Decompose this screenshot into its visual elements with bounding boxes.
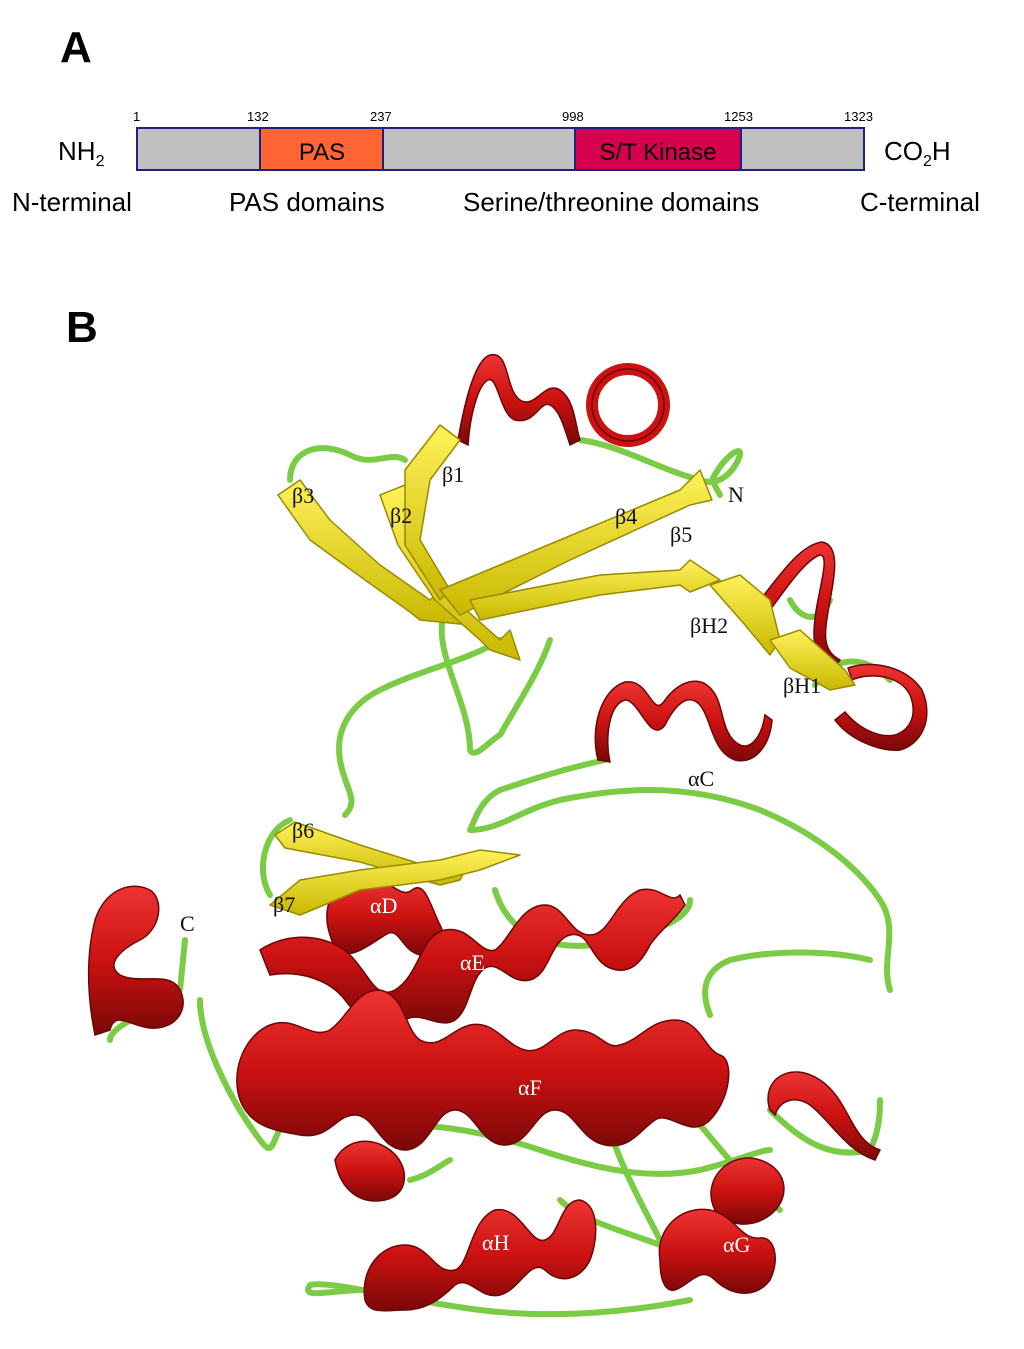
label-beta-h1: βH1 xyxy=(783,673,821,698)
position-132: 132 xyxy=(247,109,269,124)
label-beta5: β5 xyxy=(670,522,692,547)
label-n-terminus: N xyxy=(728,482,744,507)
position-237: 237 xyxy=(370,109,392,124)
caption-st-domains: Serine/threonine domains xyxy=(463,187,759,217)
kinase-ribbon-structure: β1 β2 β3 β4 β5 N βH2 βH1 αC β6 β7 C αD α… xyxy=(87,354,928,1318)
nh2-label: NH2 xyxy=(58,136,105,170)
position-1253: 1253 xyxy=(724,109,753,124)
panel-a-letter: A xyxy=(60,23,92,72)
domain-architecture-diagram: 1 132 237 998 1253 1323 PAS S/T Kinase N… xyxy=(12,109,980,217)
label-c-terminus: C xyxy=(180,911,195,936)
label-alpha-g: αG xyxy=(723,1232,751,1257)
position-1323: 1323 xyxy=(844,109,873,124)
co2h-label: CO2H xyxy=(884,136,951,170)
kinase-domain-box xyxy=(574,127,742,171)
label-beta2: β2 xyxy=(390,503,412,528)
label-beta4: β4 xyxy=(615,504,637,529)
pas-domain-box xyxy=(259,127,384,171)
pas-label: PAS xyxy=(299,139,345,166)
panel-b-letter: B xyxy=(66,303,98,352)
kinase-label: S/T Kinase xyxy=(600,139,717,166)
label-alpha-c: αC xyxy=(688,766,714,791)
caption-pas-domains: PAS domains xyxy=(229,187,385,217)
protein-bar xyxy=(136,127,865,171)
label-alpha-h: αH xyxy=(482,1230,510,1255)
position-1: 1 xyxy=(133,109,140,124)
label-beta6: β6 xyxy=(292,818,314,843)
label-beta7: β7 xyxy=(273,892,295,917)
position-998: 998 xyxy=(562,109,584,124)
label-alpha-f: αF xyxy=(518,1075,542,1100)
label-beta-h2: βH2 xyxy=(690,613,728,638)
beta-sheets xyxy=(269,424,856,916)
label-alpha-d: αD xyxy=(370,893,397,918)
label-beta1: β1 xyxy=(442,462,464,487)
label-beta3: β3 xyxy=(292,483,314,508)
label-alpha-e: αE xyxy=(460,950,485,975)
caption-c-terminal: C-terminal xyxy=(860,187,980,217)
alpha-helices xyxy=(87,354,928,1312)
caption-n-terminal: N-terminal xyxy=(12,187,132,217)
